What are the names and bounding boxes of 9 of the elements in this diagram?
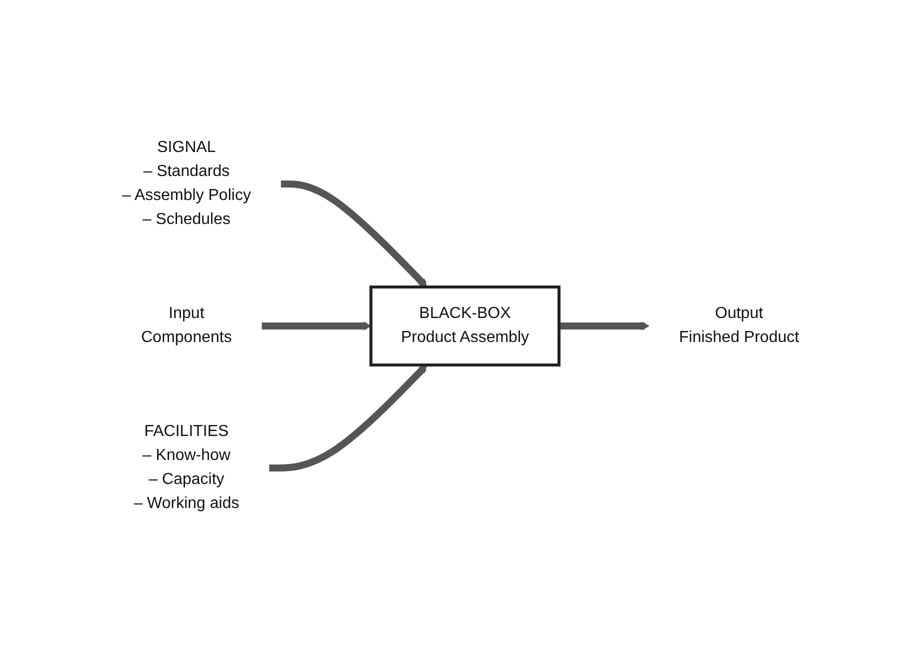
- node-box: BLACK-BOX Product Assembly: [370, 286, 561, 366]
- arrow: [281, 180, 428, 288]
- arrow: [559, 322, 650, 330]
- node-text: Input Components: [142, 305, 232, 346]
- arrow: [262, 322, 372, 330]
- node-text: FACILITIES – Know-how – Capacity – Working aids: [134, 423, 240, 512]
- node-text: Output Finished Product: [679, 305, 800, 346]
- arrow: [270, 364, 428, 472]
- node-text: SIGNAL – Standards – Assembly Policy – Schedules: [122, 139, 252, 228]
